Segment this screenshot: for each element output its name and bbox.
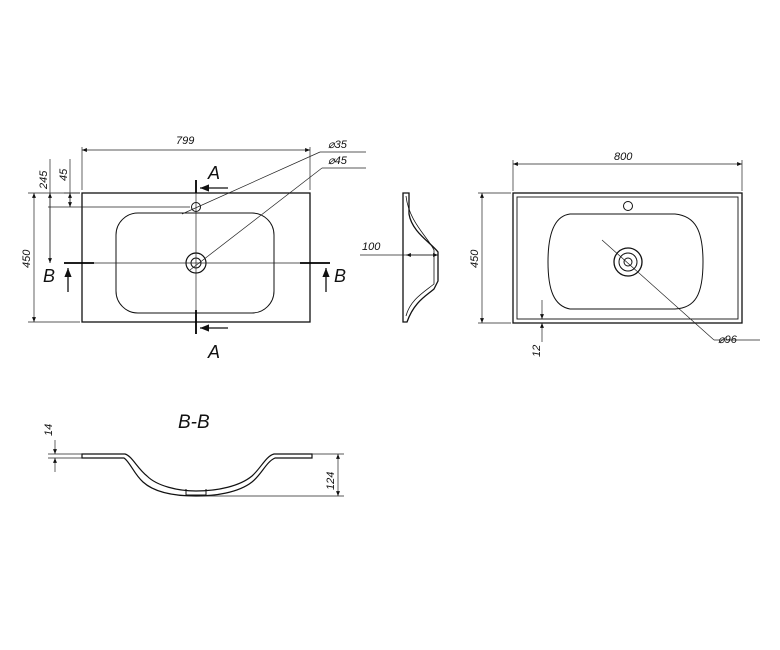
dim-14-label: 14 — [43, 424, 55, 436]
underside-view: ⌀96 800 450 12 — [469, 151, 760, 357]
top-view: 799 450 245 45 ⌀35 ⌀45 A A B B — [21, 135, 366, 362]
section-bb-view: B-B 14 124 — [43, 412, 344, 497]
dim-45-label: 45 — [58, 168, 70, 181]
dim-800-label: 800 — [614, 151, 633, 163]
side-profile-outer — [402, 192, 439, 323]
underside-faucet-hole — [623, 201, 633, 211]
dim-245-label: 245 — [38, 170, 50, 190]
section-bb-title: B-B — [178, 412, 210, 433]
underside-drain-outer — [613, 247, 643, 277]
section-a-bottom-label: A — [207, 342, 220, 362]
section-bb-profile — [81, 453, 313, 497]
side-section-view: 100 — [360, 192, 439, 323]
underside-drain-mid — [618, 252, 638, 272]
dim-124-label: 124 — [325, 472, 337, 490]
leader-35 — [181, 151, 321, 215]
underside-outline — [512, 192, 743, 324]
hole-35-label: ⌀35 — [328, 139, 348, 151]
leader-96 — [601, 239, 715, 341]
section-bb-drain — [185, 489, 207, 496]
hole-45-label: ⌀45 — [328, 155, 348, 167]
section-b-left-label: B — [43, 266, 55, 286]
dim-12-label: 12 — [531, 345, 543, 357]
underside-rim — [516, 196, 739, 320]
underside-drain-inner — [623, 257, 633, 267]
underside-bowl — [547, 213, 704, 310]
leader-45 — [189, 167, 323, 271]
side-profile-inner — [405, 195, 435, 317]
dim-100-label: 100 — [362, 241, 381, 253]
dim-450-right-label: 450 — [469, 249, 481, 268]
dim-799-label: 799 — [176, 135, 194, 147]
dim-450-left-label: 450 — [21, 249, 33, 268]
section-b-right-label: B — [334, 266, 346, 286]
drain-96-label: ⌀96 — [718, 334, 738, 346]
section-a-top-label: A — [207, 163, 220, 183]
